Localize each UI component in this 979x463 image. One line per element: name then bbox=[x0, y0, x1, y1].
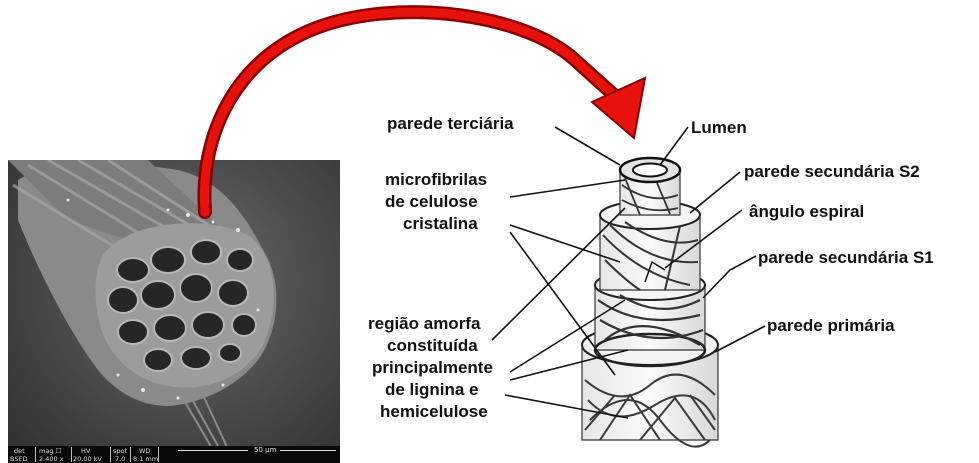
label-tertiary-wall: parede terciária bbox=[387, 114, 514, 134]
tertiary-wall-layer bbox=[620, 158, 680, 215]
label-microfibrils-2: de celulose bbox=[385, 192, 478, 212]
label-amorphous-1: região amorfa bbox=[368, 314, 480, 334]
label-microfibrils-1: microfibrilas bbox=[385, 170, 487, 190]
label-secondary-wall-s2: parede secundária S2 bbox=[744, 162, 920, 182]
label-amorphous-4: de lignina e bbox=[385, 380, 479, 400]
label-amorphous-5: hemicelulose bbox=[380, 402, 488, 422]
label-secondary-wall-s1: parede secundária S1 bbox=[758, 248, 934, 268]
label-microfibrils-3: cristalina bbox=[403, 214, 478, 234]
label-amorphous-2: constituída bbox=[387, 336, 478, 356]
label-primary-wall: parede primária bbox=[767, 316, 895, 336]
label-spiral-angle: ângulo espiral bbox=[749, 202, 864, 222]
label-amorphous-3: principalmente bbox=[372, 358, 493, 378]
label-lumen: Lumen bbox=[691, 118, 747, 138]
